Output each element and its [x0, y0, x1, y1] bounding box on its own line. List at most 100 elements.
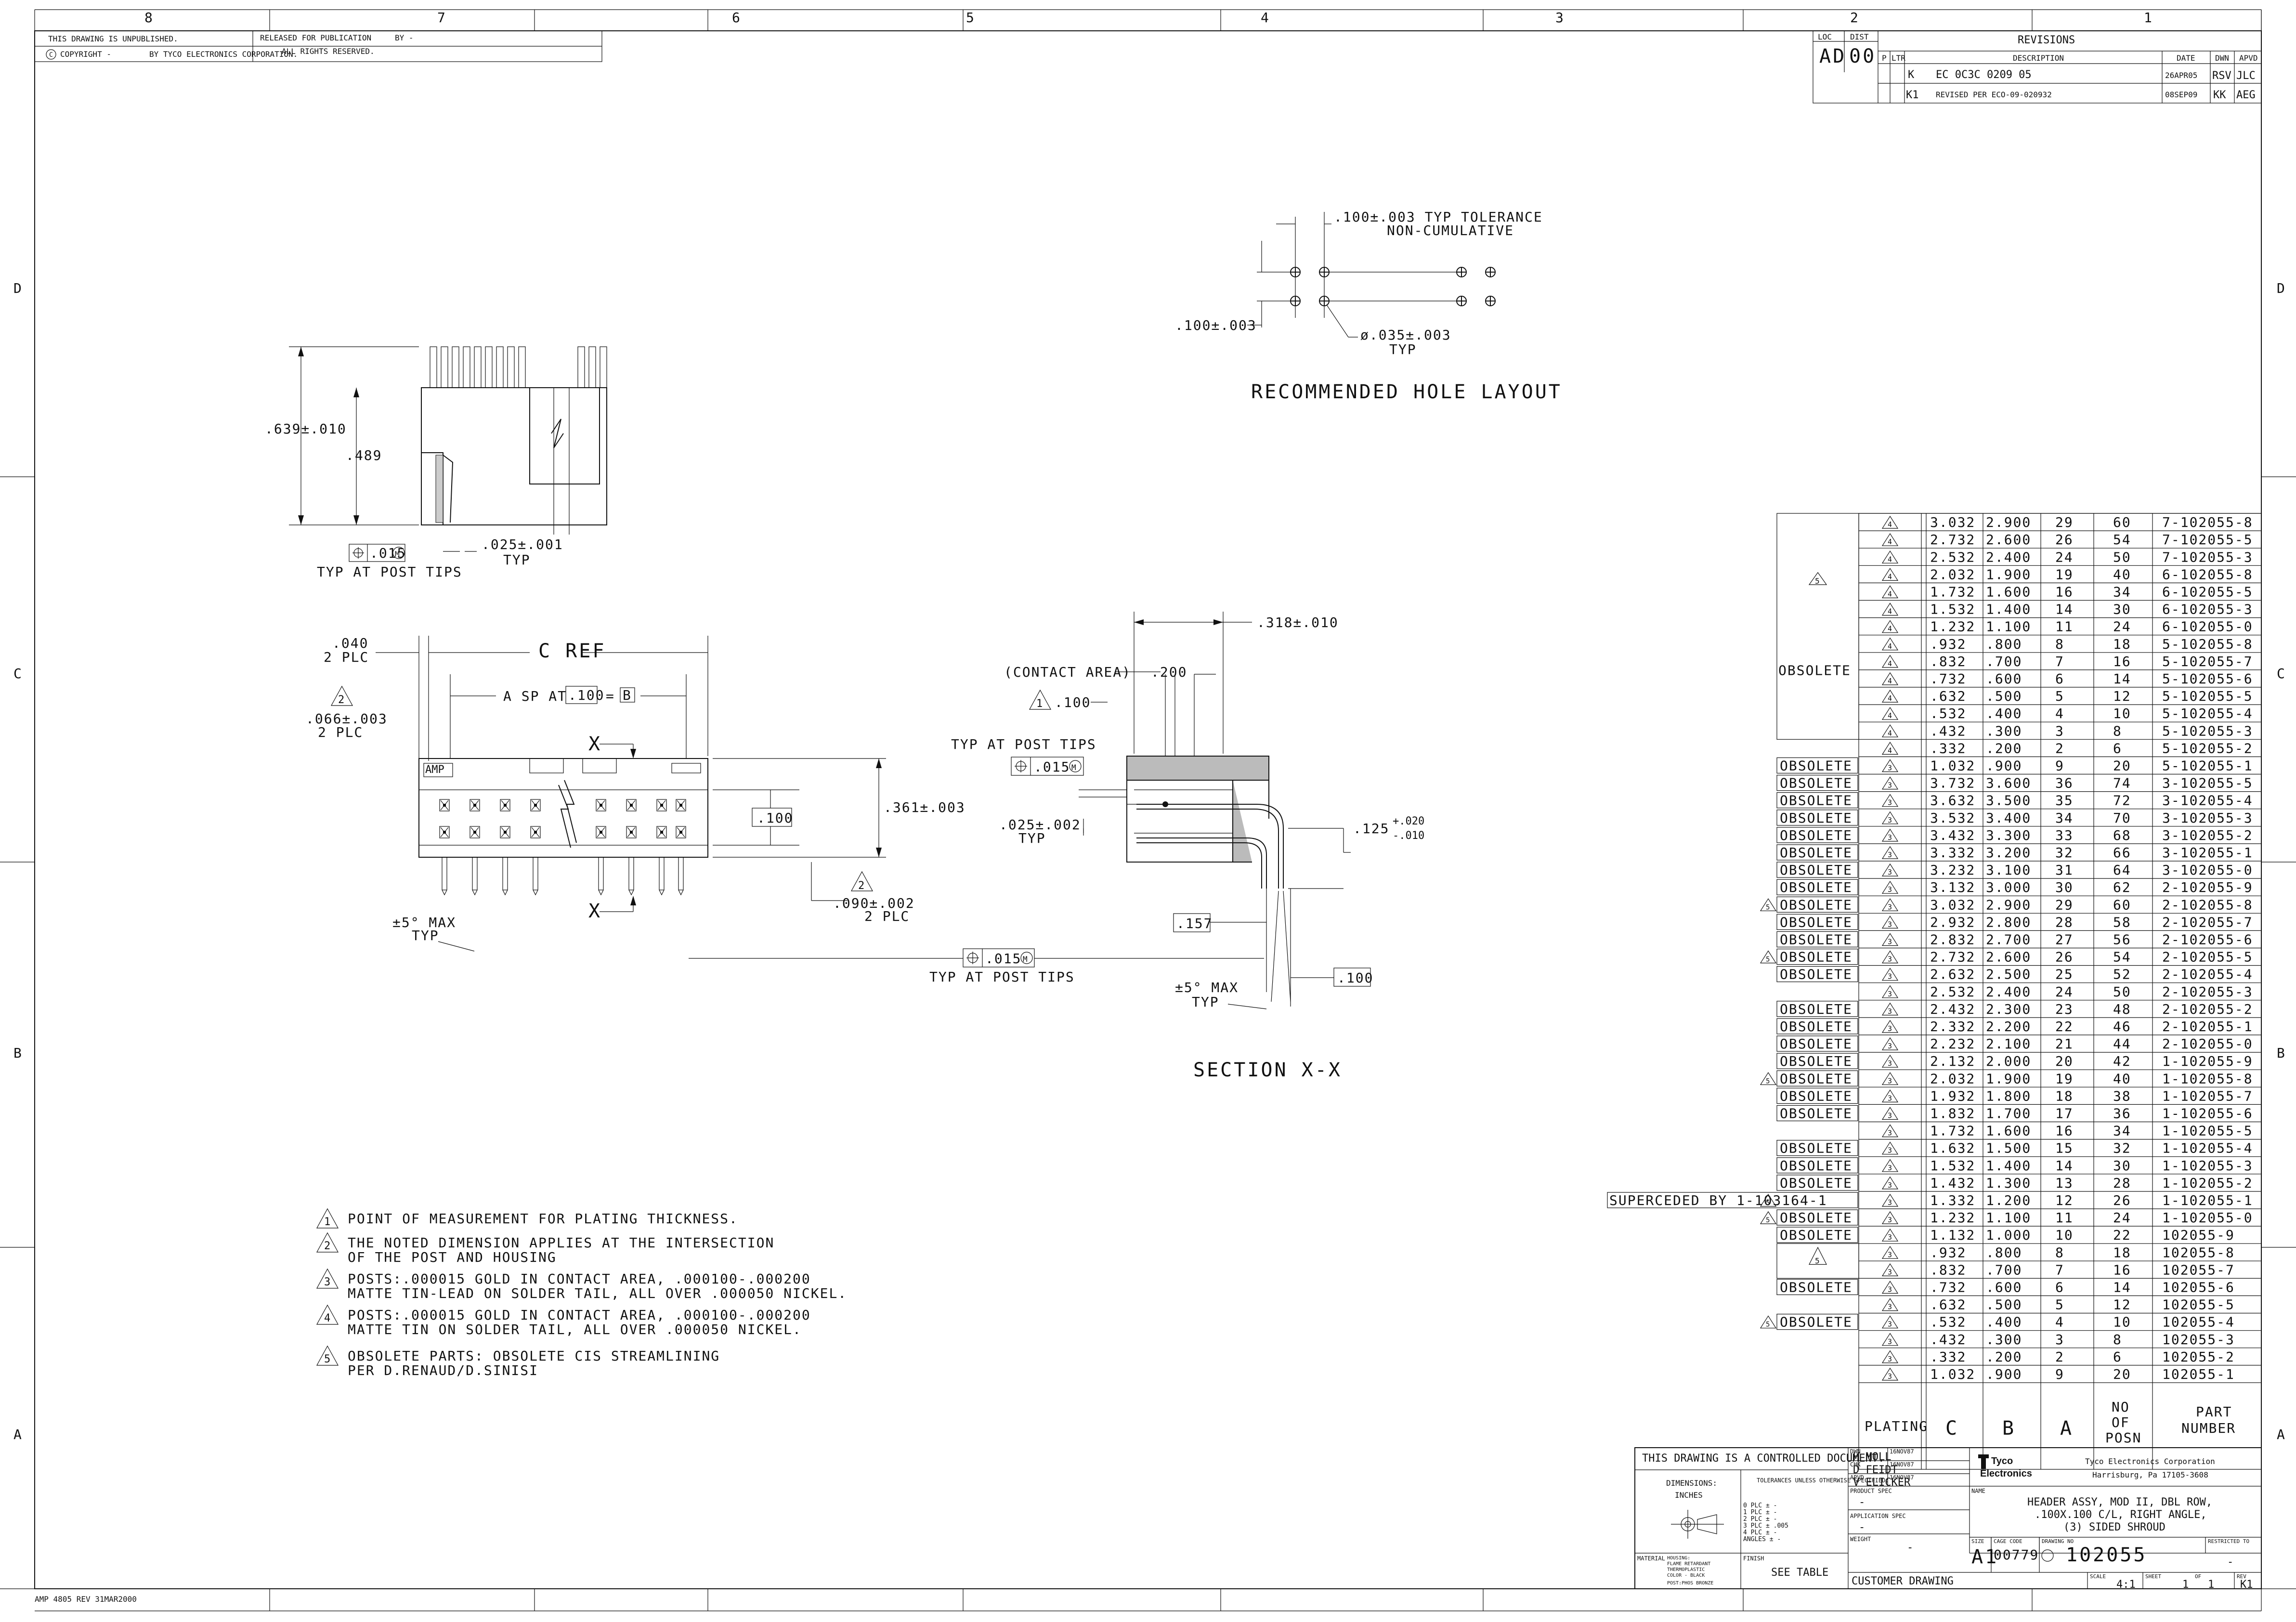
- plating-note: 3: [1888, 1198, 1892, 1207]
- dim-c: 1.432: [1930, 1175, 1975, 1191]
- dim-b: .300: [1986, 1332, 2022, 1347]
- part-number: 5-102055-5: [2162, 688, 2253, 704]
- plating-flag: [1881, 672, 1899, 685]
- plating-flag: [1881, 550, 1899, 563]
- dim-a: 24: [2055, 549, 2074, 565]
- dim-a: 9: [2055, 1366, 2064, 1382]
- dim-a: 2: [2055, 740, 2064, 756]
- posn-count: 50: [2113, 549, 2131, 565]
- posn-count: 72: [2113, 793, 2131, 809]
- zone-label-3: 3: [1555, 10, 1565, 26]
- svg-text:-: -: [1859, 1496, 1865, 1508]
- zone-label-4: 4: [1261, 10, 1270, 26]
- front-asp-box: [565, 686, 598, 704]
- solder-tail: [628, 857, 634, 890]
- front-typ-post: TYP AT POST TIPS: [929, 969, 1075, 985]
- plating-note: 3: [1888, 1042, 1892, 1050]
- part-number: 1-102055-5: [2162, 1123, 2253, 1139]
- note-number: 4: [324, 1312, 330, 1324]
- revision-letter: K1: [2240, 1579, 2253, 1591]
- part-number: 5-102055-1: [2162, 758, 2253, 774]
- part-number: 5-102055-3: [2162, 723, 2253, 739]
- svg-text:DWN: DWN: [2215, 53, 2229, 63]
- dim-a: 5: [2055, 1297, 2064, 1313]
- dim-b: 2.600: [1986, 949, 2031, 965]
- dim-b: 2.800: [1986, 914, 2031, 930]
- drawn-by: H MOLL: [1853, 1451, 1891, 1463]
- dim-a: 24: [2055, 984, 2074, 1000]
- svg-text:Electronics: Electronics: [1980, 1468, 2032, 1479]
- note-flag: [316, 1345, 339, 1366]
- posn-count: 30: [2113, 602, 2131, 617]
- header-pin: [577, 346, 585, 388]
- plating-flag: [1881, 1141, 1899, 1155]
- contact-cell: [656, 799, 667, 811]
- contact-cell: [656, 826, 667, 838]
- note-5-flag: [1760, 1211, 1777, 1224]
- status-label: OBSOLETE: [1780, 758, 1852, 774]
- posn-count: 6: [2113, 740, 2122, 756]
- posn-count: 20: [2113, 1366, 2131, 1382]
- dim-c: 1.332: [1930, 1192, 1975, 1208]
- front-fcf-box: [963, 948, 1035, 968]
- dim-a: 3: [2055, 1332, 2064, 1347]
- svg-text:M: M: [1023, 955, 1028, 964]
- part-number: 2-102055-4: [2162, 967, 2253, 982]
- section-157-box: [1173, 913, 1211, 932]
- solder-tail: [472, 857, 478, 890]
- dim-c: 3.432: [1930, 827, 1975, 843]
- dim-a: 18: [2055, 1088, 2074, 1104]
- dim-b: 1.300: [1986, 1175, 2031, 1191]
- part-number: 102055-8: [2162, 1244, 2235, 1260]
- plating-note: 3: [1888, 1303, 1892, 1311]
- part-number: 3-102055-2: [2162, 827, 2253, 843]
- part-number: 5-102055-7: [2162, 654, 2253, 669]
- front-090-plc: 2 PLC: [864, 908, 910, 924]
- part-number: 2-102055-3: [2162, 984, 2253, 1000]
- side-fcf-box: [349, 544, 405, 562]
- plating-flag: [1881, 620, 1899, 633]
- posn-count: 32: [2113, 1140, 2131, 1156]
- status-label: OBSOLETE: [1780, 1314, 1852, 1330]
- posn-count: 62: [2113, 879, 2131, 895]
- svg-text:PRODUCT SPEC: PRODUCT SPEC: [1850, 1488, 1892, 1494]
- part-number: 6-102055-3: [2162, 602, 2253, 617]
- plating-flag: [1881, 863, 1899, 876]
- svg-text:-.010: -.010: [1393, 830, 1424, 842]
- svg-text:+.020: +.020: [1393, 815, 1424, 827]
- dim-a: 9: [2055, 758, 2064, 774]
- status-label: OBSOLETE: [1780, 1106, 1852, 1122]
- dim-a: 30: [2055, 879, 2074, 895]
- dim-b: 2.100: [1986, 1036, 2031, 1052]
- svg-text:FINISH: FINISH: [1743, 1555, 1764, 1562]
- posn-count: 10: [2113, 706, 2131, 721]
- dim-b: 1.600: [1986, 584, 2031, 600]
- dim-c: .432: [1930, 723, 1966, 739]
- zone-label-C-right: C: [2277, 666, 2286, 681]
- dim-b: 2.400: [1986, 549, 2031, 565]
- dim-a: 26: [2055, 532, 2074, 548]
- plating-flag: [1881, 880, 1899, 894]
- svg-text:1: 1: [1036, 698, 1043, 710]
- posn-count: 6: [2113, 1349, 2122, 1365]
- svg-text:HOUSING:: HOUSING:: [1667, 1556, 1690, 1561]
- front-view: .040 2 PLC C REF 2 .066±.003 2 PLC A SP …: [306, 635, 1264, 985]
- dim-b: .800: [1986, 1244, 2022, 1260]
- dim-c: 1.232: [1930, 1210, 1975, 1226]
- note-2-flag: [850, 871, 874, 891]
- dim-b: 1.000: [1986, 1227, 2031, 1243]
- front-040-dim: .040: [332, 635, 368, 651]
- posn-count: 60: [2113, 514, 2131, 530]
